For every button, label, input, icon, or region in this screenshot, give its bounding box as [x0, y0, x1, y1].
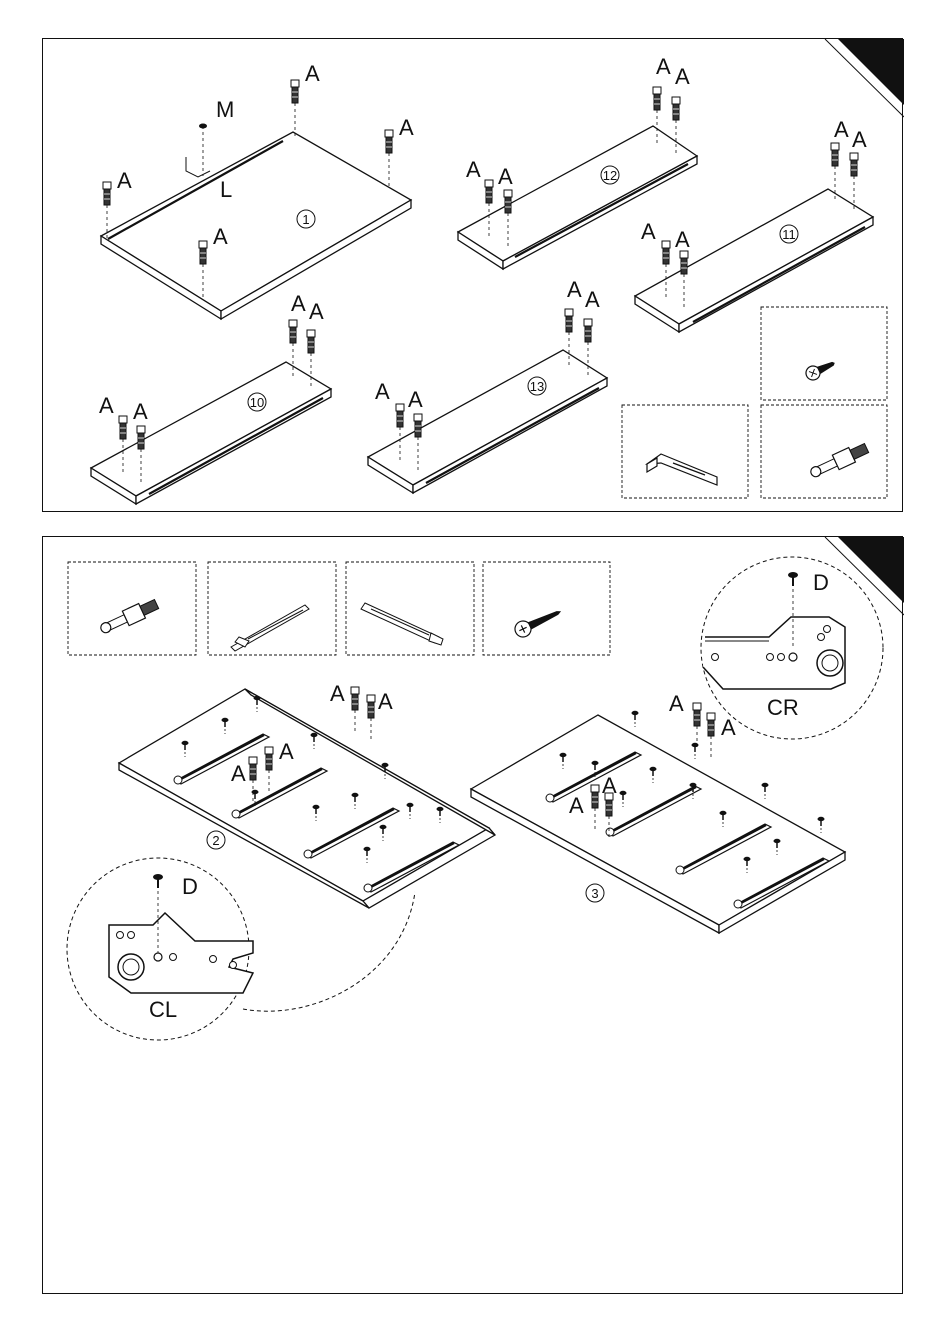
- label-a: A: [656, 54, 671, 79]
- label-a: A: [133, 399, 148, 424]
- screw-icon: [804, 357, 838, 383]
- label-a: A: [291, 291, 306, 316]
- label-a: A: [585, 287, 600, 312]
- step-2-panel: 2 A A A A 3 A A A A: [42, 536, 903, 1294]
- label-a: A: [408, 387, 423, 412]
- label-a: A: [852, 127, 867, 152]
- label-a: A: [309, 299, 324, 324]
- label-a: A: [399, 115, 414, 140]
- board-12: 12: [458, 126, 697, 269]
- label-a: A: [117, 168, 132, 193]
- hardware-box-bracket: [622, 405, 748, 498]
- label-a: A: [305, 61, 320, 86]
- hardware-box-dowel: [761, 405, 887, 498]
- label-a: A: [669, 691, 684, 716]
- hardware-box-rail-left: [208, 562, 336, 655]
- label-a: A: [378, 689, 393, 714]
- board-10: 10: [91, 362, 331, 504]
- screw-icon: [512, 604, 564, 640]
- label-a: A: [834, 117, 849, 142]
- label-a: A: [721, 715, 736, 740]
- hardware-box-dowel: [68, 562, 196, 655]
- label-a: A: [99, 393, 114, 418]
- hardware-box-screw: [761, 307, 887, 400]
- label-cl: CL: [149, 997, 177, 1022]
- cam-dowel-icon: [808, 441, 870, 481]
- step-1-illustration: 1 A A A A M L 12 A A A A 11 A A A A: [43, 39, 904, 513]
- step-1-panel: 1 A A A A M L 12 A A A A 11 A A A A: [42, 38, 903, 512]
- step-2-illustration: 2 A A A A 3 A A A A: [43, 537, 904, 1295]
- label-a: A: [213, 224, 228, 249]
- board-1: 1: [101, 132, 411, 319]
- label-a: A: [675, 64, 690, 89]
- board-10-number: 10: [250, 395, 264, 410]
- cam-dowel-icon: [98, 597, 160, 637]
- label-a: A: [231, 761, 246, 786]
- label-cr: CR: [767, 695, 799, 720]
- label-a: A: [641, 219, 656, 244]
- board-11: 11: [635, 189, 873, 332]
- label-l: L: [220, 177, 232, 202]
- hardware-box-screw: [483, 562, 610, 655]
- board-13: 13: [368, 350, 607, 493]
- label-a: A: [569, 793, 584, 818]
- bracket-icon: [647, 454, 717, 485]
- detail-runner-right: D CR: [701, 557, 883, 739]
- board-3-number: 3: [591, 886, 598, 901]
- label-d: D: [182, 874, 198, 899]
- hardware-box-rail-right: [346, 562, 474, 655]
- label-a: A: [567, 277, 582, 302]
- label-a: A: [330, 681, 345, 706]
- label-a: A: [498, 164, 513, 189]
- board-13-number: 13: [530, 379, 544, 394]
- corner-marker: [838, 39, 904, 105]
- board-12-number: 12: [603, 168, 617, 183]
- label-a: A: [375, 379, 390, 404]
- label-a: A: [675, 227, 690, 252]
- drawer-rail-left-icon: [231, 605, 309, 651]
- board-2-number: 2: [212, 833, 219, 848]
- label-a: A: [466, 157, 481, 182]
- board-1-number: 1: [302, 212, 309, 227]
- board-11-number: 11: [782, 227, 796, 242]
- board-3: 3: [471, 715, 845, 933]
- label-a: A: [279, 739, 294, 764]
- label-a: A: [602, 773, 617, 798]
- drawer-rail-right-icon: [361, 603, 443, 645]
- label-d: D: [813, 570, 829, 595]
- label-m: M: [216, 97, 234, 122]
- detail-runner-left: D CL: [67, 858, 253, 1040]
